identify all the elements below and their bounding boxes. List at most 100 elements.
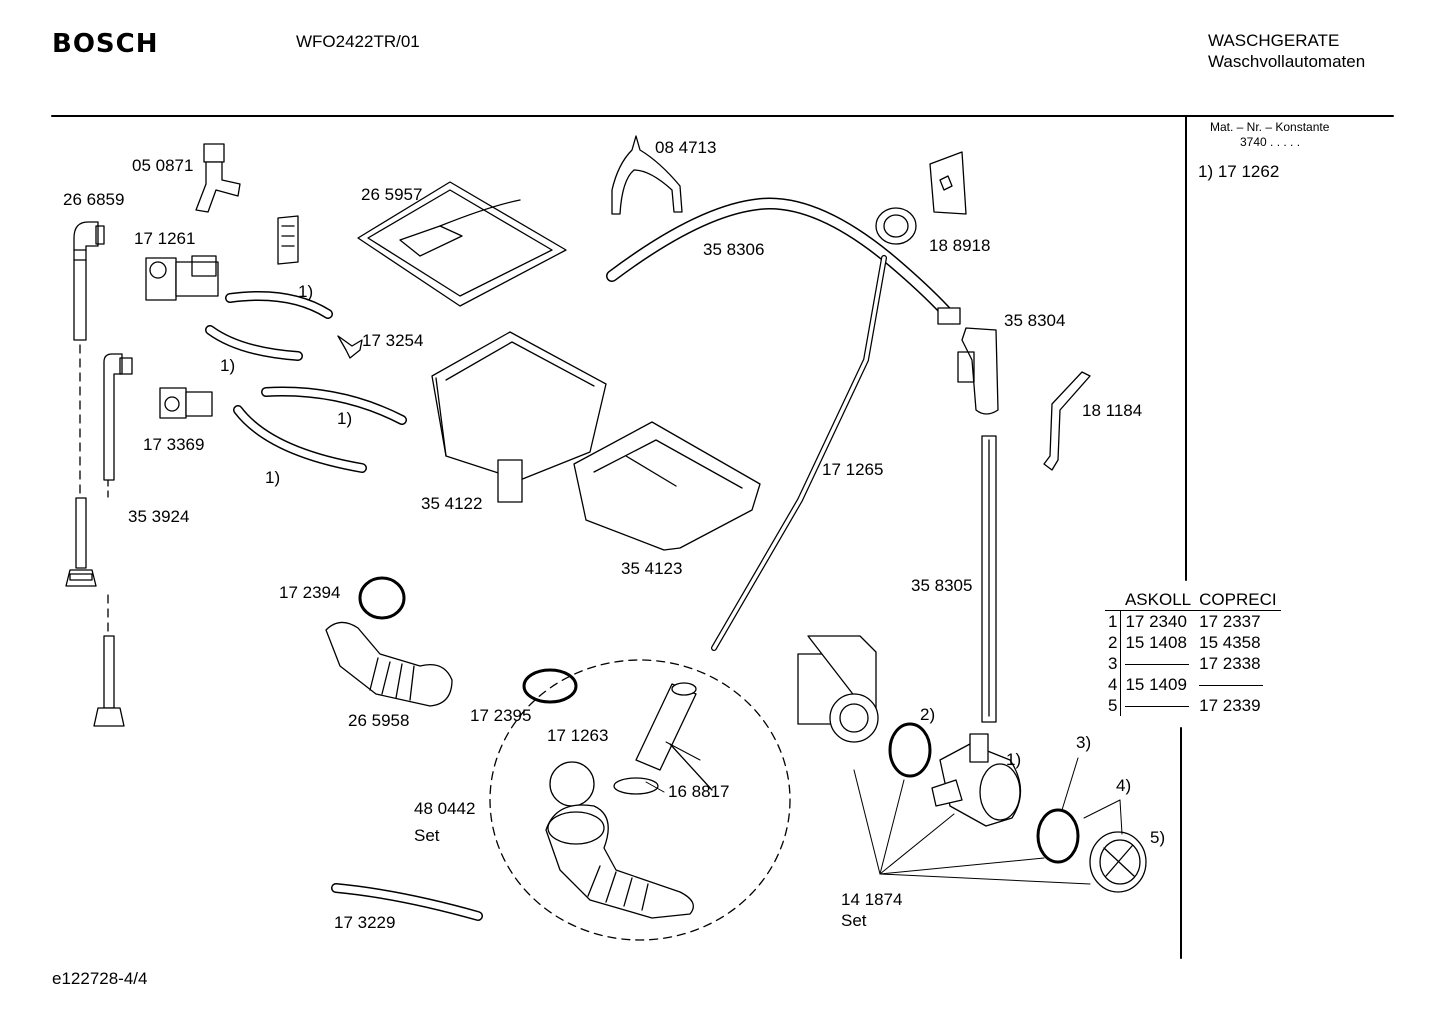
footnote-marker: 2) <box>920 705 936 724</box>
ball-part <box>549 761 595 807</box>
y-connector-part <box>195 143 241 213</box>
part-label: 17 1263 <box>547 726 609 745</box>
part-label: 18 8918 <box>929 236 991 255</box>
part-label: 35 4123 <box>621 559 683 578</box>
sump-hose-part <box>545 804 694 919</box>
drawing-id: e122728-4/4 <box>52 969 148 988</box>
part-label: 17 1261 <box>134 229 196 248</box>
copreci-cell-empty <box>1195 674 1280 695</box>
askoll-cell: 17 2340 <box>1125 612 1187 631</box>
footnote-marker: 3) <box>1076 733 1092 752</box>
part-label: 35 8306 <box>703 240 765 259</box>
table-row: 5 17 2339 <box>1105 695 1281 716</box>
footnote-legend: 1) 17 1262 <box>1198 162 1280 181</box>
seal-ring-part <box>358 576 406 620</box>
dispenser-housing-part <box>431 331 607 503</box>
copreci-cell: 17 2337 <box>1199 612 1261 631</box>
u-clip-part <box>611 135 683 215</box>
inlet-valve-part <box>145 255 219 301</box>
seal-ring-part <box>888 722 932 778</box>
part-label: Set <box>414 826 440 845</box>
drain-hose-part <box>331 883 483 921</box>
column-header-askoll: ASKOLL <box>1120 588 1196 611</box>
table-header-index <box>1105 588 1121 611</box>
seal-ring-part <box>1036 808 1080 864</box>
part-label: 17 3369 <box>143 435 205 454</box>
vertical-hose-part <box>981 435 997 723</box>
detergent-drawer-part <box>573 421 761 551</box>
askoll-cell-empty <box>1121 653 1195 674</box>
footnote-marker: 1) <box>337 409 353 428</box>
table-row: 3 17 2338 <box>1105 653 1281 674</box>
footnote-marker: 1) <box>220 356 236 375</box>
row-index: 4 <box>1105 674 1122 695</box>
copreci-cell: 17 2338 <box>1199 654 1261 673</box>
valve-small-part <box>159 387 213 419</box>
model-number: WFO2422TR/01 <box>296 32 420 51</box>
air-trap-part <box>957 327 999 415</box>
footnote-marker: 1) <box>1006 750 1022 769</box>
drain-pump-part <box>797 635 879 743</box>
category-title: WASCHGERATE <box>1208 31 1340 50</box>
row-index: 3 <box>1105 653 1122 674</box>
part-label: 17 2395 <box>470 706 532 725</box>
label-card-part <box>277 215 299 265</box>
part-label: 05 0871 <box>132 156 194 175</box>
pressure-switch-part <box>875 151 967 245</box>
part-label: 35 8305 <box>911 576 973 595</box>
footnote-marker: 4) <box>1116 776 1132 795</box>
part-label: 17 3229 <box>334 913 396 932</box>
part-label: 26 5958 <box>348 711 410 730</box>
mat-nr-label: Mat. – Nr. – Konstante <box>1210 120 1330 134</box>
footnote-marker: 1) <box>298 282 314 301</box>
part-label: 35 3924 <box>128 507 190 526</box>
column-header-copreci: COPRECI <box>1195 588 1281 611</box>
leader-lines <box>645 741 1123 885</box>
part-label: 26 6859 <box>63 190 125 209</box>
pump-housing-part <box>931 733 1022 827</box>
dispenser-lid-part <box>357 181 567 307</box>
part-label: 48 0442 <box>414 799 476 818</box>
mat-nr-value: 3740 . . . . . <box>1240 135 1301 149</box>
row-index: 2 <box>1105 632 1122 653</box>
part-label: 17 3254 <box>362 331 424 350</box>
small-hose-parts <box>205 291 407 473</box>
part-label: 16 8817 <box>668 782 730 801</box>
row-index: 5 <box>1105 695 1122 716</box>
copreci-cell: 17 2339 <box>1199 696 1261 715</box>
set-outline <box>489 659 791 941</box>
part-label: 17 1265 <box>822 460 884 479</box>
not-available-dash <box>1125 664 1190 666</box>
long-hose-part <box>606 197 961 325</box>
row-index: 1 <box>1105 610 1122 632</box>
table-header-row: ASKOLL COPRECI <box>1105 588 1281 611</box>
table-row: 2 15 1408 15 4358 <box>1105 632 1281 653</box>
elbow-hose-part <box>73 221 105 341</box>
thin-tube-part <box>711 255 887 651</box>
part-label: 17 2394 <box>279 583 341 602</box>
table-row: 4 15 1409 <box>1105 674 1281 695</box>
part-label: 14 1874 <box>841 890 903 909</box>
askoll-cell: 15 1408 <box>1125 633 1187 652</box>
part-label: 35 4122 <box>421 494 483 513</box>
category-subtitle: Waschvollautomaten <box>1208 52 1366 71</box>
pump-variant-table: ASKOLL COPRECI 1 17 2340 17 2337 2 15 14… <box>1105 588 1281 716</box>
bellow-hose-part <box>325 621 453 707</box>
not-available-dash <box>1199 685 1264 687</box>
bracket-part <box>1043 371 1091 471</box>
clip-ring-part <box>613 777 659 795</box>
hose-connector-part <box>65 353 133 727</box>
seal-ring-part <box>522 668 578 704</box>
askoll-cell-empty <box>1121 695 1195 716</box>
brand-logo: BOSCH <box>52 29 159 59</box>
cylinder-part <box>635 682 713 791</box>
footnote-marker: 5) <box>1150 828 1166 847</box>
t-piece-part <box>337 335 363 359</box>
askoll-cell: 15 1409 <box>1125 675 1187 694</box>
copreci-cell: 15 4358 <box>1199 633 1261 652</box>
part-label: Set <box>841 911 867 930</box>
filter-part <box>1089 831 1147 893</box>
table-row: 1 17 2340 17 2337 <box>1105 610 1281 632</box>
